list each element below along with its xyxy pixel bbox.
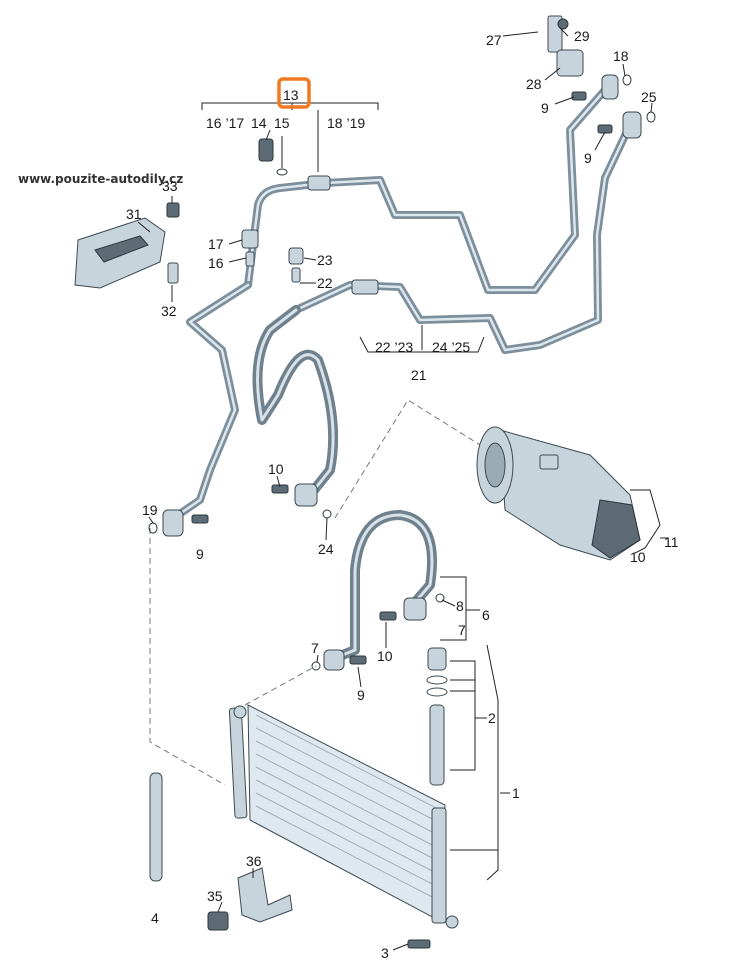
label-32: 32	[161, 303, 177, 319]
label-10-right: 10	[630, 549, 646, 565]
label-7-right: 7	[458, 622, 466, 638]
hose-6	[325, 510, 437, 665]
small-parts	[148, 15, 656, 949]
label-9-left: 9	[196, 546, 204, 562]
label-4: 4	[151, 910, 159, 926]
label-14: 14	[251, 115, 267, 131]
hose-10-loop	[252, 305, 339, 500]
label-9-bottom: 9	[357, 687, 365, 703]
label-10-mid: 10	[377, 648, 393, 664]
pipe-21-coupling	[351, 279, 379, 295]
label-9-top: 9	[541, 100, 549, 116]
pipe-13-coupling	[307, 175, 331, 191]
leader-lines	[137, 27, 668, 951]
label-31: 31	[126, 206, 142, 222]
label-25: 25	[641, 89, 657, 105]
label-15: 15	[274, 115, 290, 131]
part-13-highlight-box	[277, 77, 311, 109]
label-11: 11	[664, 534, 679, 550]
label-6: 6	[482, 607, 490, 623]
bracket-31	[74, 217, 166, 289]
drier-cartridge	[426, 647, 448, 786]
label-3: 3	[381, 945, 389, 960]
watermark-text: www.pouzite-autodily.cz	[18, 172, 183, 186]
label-22: 22	[317, 275, 333, 291]
label-29: 29	[574, 28, 590, 44]
label-19: 19	[142, 502, 158, 518]
label-24-25: 24 ’25	[432, 339, 470, 355]
label-27: 27	[486, 32, 502, 48]
label-10-left: 10	[268, 461, 284, 477]
label-17: 17	[208, 236, 224, 252]
label-18-19: 18 ’19	[327, 115, 365, 131]
label-35: 35	[207, 888, 223, 904]
compressor	[476, 426, 641, 561]
pipe-21	[292, 121, 634, 354]
label-2: 2	[488, 710, 496, 726]
tube-4	[149, 772, 163, 882]
label-28: 28	[526, 76, 542, 92]
label-24: 24	[318, 541, 334, 557]
label-8: 8	[456, 598, 464, 614]
label-33: 33	[162, 178, 178, 194]
label-21: 21	[411, 367, 427, 383]
label-16-17: 16 ’17	[206, 115, 244, 131]
label-23: 23	[317, 252, 333, 268]
condenser	[228, 704, 459, 929]
label-13: 13	[283, 87, 299, 103]
pipe-13	[174, 78, 616, 519]
label-1: 1	[512, 785, 520, 801]
label-9-right: 9	[584, 150, 592, 166]
part-labels: 13 16 ’17 14 15 18 ’19 27 29 18 28 25 9 …	[126, 28, 679, 960]
label-36: 36	[246, 853, 262, 869]
label-22-23: 22 ’23	[375, 339, 413, 355]
assembly-dashed-lines	[149, 399, 486, 786]
label-7-left: 7	[311, 640, 319, 656]
label-16: 16	[208, 255, 224, 271]
label-18: 18	[613, 48, 629, 64]
group-13-bracket	[201, 102, 379, 172]
